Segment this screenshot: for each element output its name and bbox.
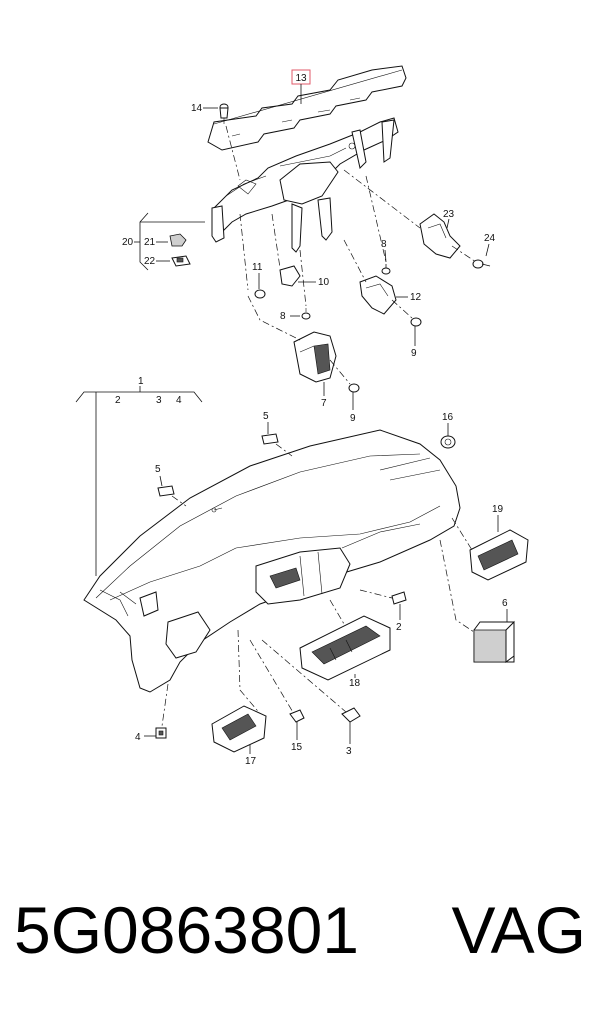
callout-17: 17 (245, 745, 257, 767)
callout-5-top: 5 (263, 411, 293, 457)
callout-9-middle: 9 (411, 326, 417, 359)
callout-18: 18 (329, 599, 361, 689)
callout-1-group: 1 2 3 4 (75, 376, 203, 576)
part-2-clip (391, 591, 407, 605)
callout-14: 14 (191, 103, 218, 114)
callout-20-group: 20 21 22 (122, 212, 205, 271)
svg-text:23: 23 (443, 209, 455, 220)
callout-7: 7 (321, 382, 327, 409)
part-6-module-box (473, 620, 515, 663)
callout-19: 19 (451, 504, 504, 551)
svg-text:5: 5 (155, 464, 161, 475)
svg-text:14: 14 (191, 103, 203, 114)
part-21-cap (169, 233, 187, 247)
dashboard-body (83, 429, 461, 693)
part-7-air-duct (293, 331, 337, 383)
exploded-parts-diagram: 13 14 20 21 22 (75, 65, 529, 767)
part-14-clip (219, 103, 229, 124)
callout-2: 2 (359, 589, 402, 633)
svg-text:19: 19 (492, 504, 504, 515)
svg-text:16: 16 (442, 412, 454, 423)
part-16-grommet (440, 435, 456, 449)
part-8-screw-lower (301, 308, 311, 320)
svg-text:24: 24 (484, 233, 496, 244)
part-17-air-vent (211, 705, 267, 753)
svg-text:10: 10 (318, 277, 330, 288)
part-4-nut (155, 727, 167, 739)
svg-text:20: 20 (122, 237, 134, 248)
callout-13: 13 (291, 69, 311, 104)
svg-text:7: 7 (321, 398, 327, 409)
svg-text:17: 17 (245, 756, 257, 767)
svg-text:13: 13 (295, 73, 307, 84)
part-19-air-vent (469, 529, 529, 581)
callout-9-lower: 9 (350, 392, 356, 424)
callout-24: 24 (484, 233, 496, 257)
assembly-lines-upper (225, 125, 477, 385)
part-3-clip (341, 707, 361, 723)
svg-text:15: 15 (291, 742, 303, 753)
part-23-bracket (419, 213, 461, 259)
part-8-screw-upper (381, 264, 391, 275)
svg-text:8: 8 (280, 311, 286, 322)
svg-text:3: 3 (156, 395, 162, 406)
svg-text:18: 18 (349, 678, 361, 689)
callout-4: 4 (135, 732, 156, 743)
part-10-clip (279, 265, 301, 287)
svg-text:2: 2 (396, 622, 402, 633)
part-24-screw (472, 259, 491, 269)
part-13-cover-panel (207, 65, 407, 151)
callout-8-lower: 8 (280, 311, 300, 322)
svg-text:8: 8 (381, 239, 387, 250)
svg-text:9: 9 (350, 413, 356, 424)
svg-text:12: 12 (410, 292, 422, 303)
svg-text:2: 2 (115, 395, 121, 406)
callout-23: 23 (443, 209, 455, 229)
svg-text:22: 22 (144, 256, 156, 267)
callout-10: 10 (298, 277, 330, 288)
part-number-label: 5G0863801 (14, 893, 359, 967)
part-15-screw (289, 709, 305, 730)
part-5-clip-left (157, 485, 175, 497)
part-9-screw-middle (410, 317, 422, 327)
svg-text:9: 9 (411, 348, 417, 359)
callout-5-left: 5 (155, 464, 187, 507)
part-18-center-vent (299, 615, 391, 681)
callout-15: 15 (291, 730, 303, 753)
cross-car-beam-bracket (211, 117, 399, 253)
svg-text:11: 11 (252, 262, 263, 273)
brand-label: VAG (451, 893, 586, 967)
callout-11: 11 (252, 262, 263, 289)
svg-text:6: 6 (502, 598, 508, 609)
svg-text:5: 5 (263, 411, 269, 422)
callout-6: 6 (439, 539, 508, 633)
svg-text:3: 3 (346, 746, 352, 757)
callout-12: 12 (396, 292, 422, 303)
part-5-clip-top (261, 433, 279, 445)
callout-16: 16 (442, 412, 454, 436)
callout-3: 3 (346, 722, 352, 757)
assembly-lines-lower (161, 629, 347, 727)
callout-8-upper: 8 (381, 239, 387, 263)
part-9-screw-lower (348, 383, 360, 393)
svg-text:21: 21 (144, 237, 156, 248)
svg-text:1: 1 (138, 376, 144, 387)
part-12-bracket (359, 275, 397, 315)
part-22-nut (171, 255, 191, 267)
part-11-screw (254, 289, 266, 299)
svg-text:4: 4 (135, 732, 141, 743)
svg-text:4: 4 (176, 395, 182, 406)
